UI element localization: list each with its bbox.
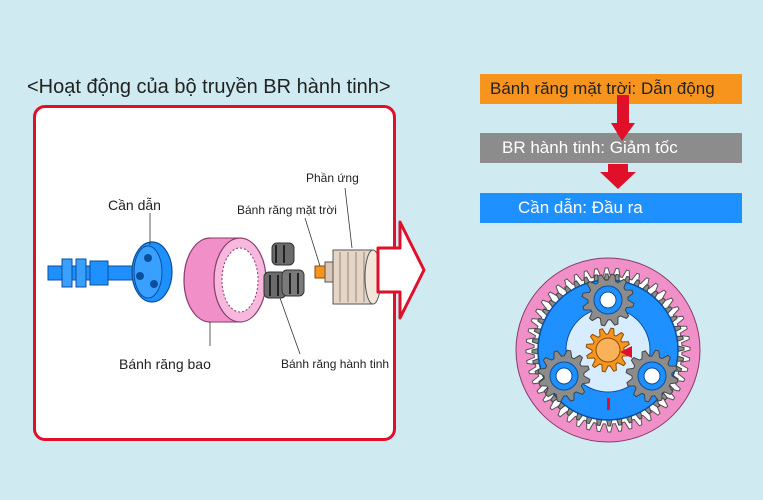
- rotation-marker-icon: [620, 346, 632, 358]
- label-sun-gear: Bánh răng mặt trời: [237, 203, 337, 217]
- planet-pin-hole-1: [599, 291, 617, 309]
- red-down-arrow-icon: [600, 172, 636, 189]
- flow-step-planet-gear: BR hành tinh: Giảm tốc: [480, 133, 742, 163]
- label-armature: Phần ứng: [306, 171, 359, 185]
- sun-gear-hub: [595, 337, 621, 363]
- planet-pin-hole-2: [555, 367, 573, 385]
- label-carrier: Cần dẫn: [108, 197, 161, 213]
- label-ring-gear: Bánh răng bao: [119, 356, 211, 372]
- carrier-shaft: [47, 258, 139, 288]
- carrier-disc: [131, 241, 173, 303]
- planet-gears-exploded: [263, 242, 305, 299]
- planet-pin-hole-3: [643, 367, 661, 385]
- flow-step-sun-gear: Bánh răng mặt trời: Dẫn động: [480, 74, 742, 104]
- carrier-marker-icon: [607, 398, 610, 410]
- planet-gears-front: [537, 273, 679, 403]
- label-planet-gear: Bánh răng hành tinh: [281, 357, 390, 371]
- hollow-right-arrow-icon: [376, 220, 426, 320]
- leader-lines: [149, 187, 353, 355]
- red-down-arrow-icon: [611, 95, 635, 141]
- flow-step-carrier: Cần dẫn: Đầu ra: [480, 193, 742, 223]
- sun-gear-front: [585, 327, 631, 373]
- ring-gear-exploded: [183, 237, 267, 323]
- red-down-arrow-stem: [608, 164, 628, 173]
- page-title: <Hoạt động của bộ truyền BR hành tinh>: [27, 76, 391, 98]
